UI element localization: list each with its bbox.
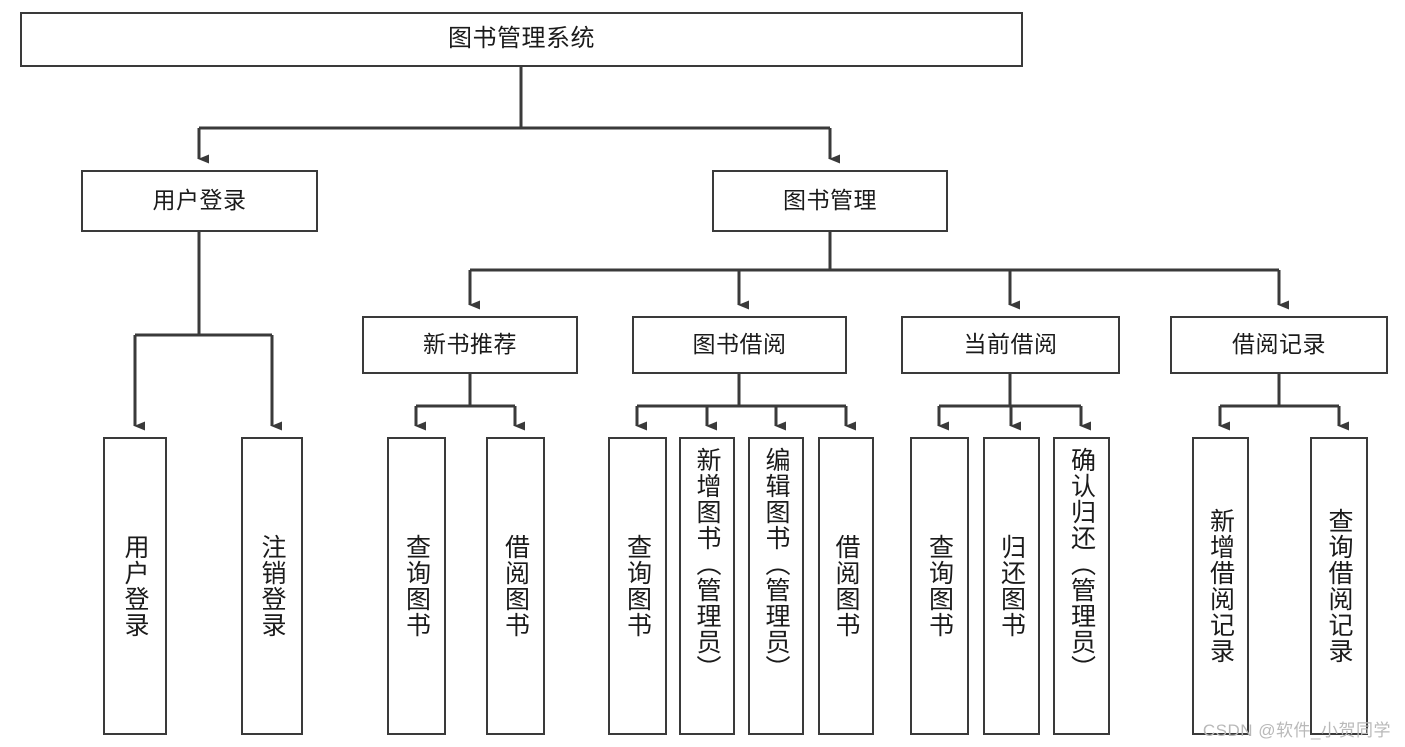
node-label-current-borrow: 当前借阅 [963, 331, 1058, 358]
node-leaf-query-book-3[interactable]: 查询图书 [910, 437, 969, 735]
node-user-login[interactable]: 用户登录 [81, 170, 318, 232]
node-leaf-add-record[interactable]: 新增借阅记录 [1192, 437, 1249, 735]
node-label-leaf-add-book: 新增图书（管理员） [693, 447, 721, 681]
node-label-book-manage: 图书管理 [783, 187, 877, 214]
node-new-book-recommend[interactable]: 新书推荐 [362, 316, 578, 374]
node-label-new-book-recommend: 新书推荐 [423, 331, 517, 358]
node-leaf-query-book-1[interactable]: 查询图书 [387, 437, 446, 735]
node-root-book-management-system[interactable]: 图书管理系统 [20, 12, 1023, 67]
node-label-leaf-borrow-book-2: 借阅图书 [832, 534, 860, 638]
node-label-leaf-confirm-return: 确认归还（管理员） [1067, 447, 1096, 681]
node-label-leaf-return-book: 归还图书 [997, 534, 1026, 638]
node-label-leaf-user-logout: 注销登录 [258, 534, 286, 638]
node-book-manage[interactable]: 图书管理 [712, 170, 948, 232]
node-label-user-login: 用户登录 [152, 187, 247, 214]
node-current-borrow[interactable]: 当前借阅 [901, 316, 1120, 374]
node-leaf-add-book[interactable]: 新增图书（管理员） [679, 437, 735, 735]
node-leaf-return-book[interactable]: 归还图书 [983, 437, 1040, 735]
node-label-leaf-add-record: 新增借阅记录 [1206, 508, 1235, 664]
node-label-leaf-query-book-2: 查询图书 [623, 534, 652, 638]
node-leaf-borrow-book-1[interactable]: 借阅图书 [486, 437, 545, 735]
node-label-borrow-record: 借阅记录 [1232, 331, 1326, 358]
node-leaf-user-login[interactable]: 用户登录 [103, 437, 167, 735]
node-label-leaf-user-login: 用户登录 [121, 534, 149, 638]
node-leaf-query-book-2[interactable]: 查询图书 [608, 437, 667, 735]
node-label-leaf-borrow-book-1: 借阅图书 [501, 534, 530, 638]
node-leaf-edit-book[interactable]: 编辑图书（管理员） [748, 437, 804, 735]
node-leaf-confirm-return[interactable]: 确认归还（管理员） [1053, 437, 1110, 735]
node-borrow-record[interactable]: 借阅记录 [1170, 316, 1388, 374]
node-leaf-user-logout[interactable]: 注销登录 [241, 437, 303, 735]
node-label-book-borrow: 图书借阅 [692, 331, 787, 358]
node-label-leaf-query-record: 查询借阅记录 [1325, 508, 1353, 664]
node-leaf-query-record[interactable]: 查询借阅记录 [1310, 437, 1368, 735]
node-label-leaf-query-book-1: 查询图书 [402, 534, 431, 638]
node-label-leaf-query-book-3: 查询图书 [925, 534, 954, 638]
node-leaf-borrow-book-2[interactable]: 借阅图书 [818, 437, 874, 735]
node-book-borrow[interactable]: 图书借阅 [632, 316, 847, 374]
node-label-leaf-edit-book: 编辑图书（管理员） [762, 447, 790, 681]
node-label-root: 图书管理系统 [448, 25, 595, 53]
